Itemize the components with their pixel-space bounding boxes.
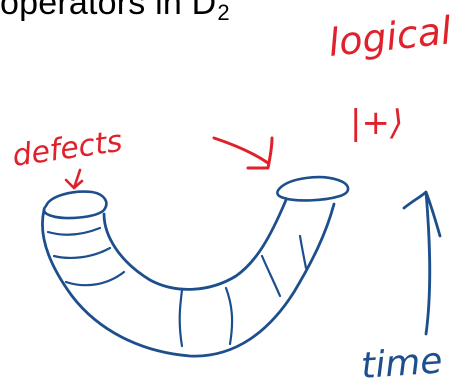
defects-arrow [66, 170, 82, 188]
time-label: time [360, 340, 444, 387]
time-arrow [404, 192, 440, 334]
right-defect-ellipse [277, 177, 348, 200]
tube-inner-boundary [104, 200, 286, 289]
pointing-arrow [214, 138, 272, 168]
logical-state-label: |+⟩ [350, 103, 403, 143]
logical-label: logical [326, 8, 454, 65]
tube-outer-boundary [42, 204, 334, 356]
left-defect-ellipse [44, 192, 106, 218]
defects-label: defects [10, 124, 124, 174]
tube-hatch-lines [48, 228, 306, 346]
